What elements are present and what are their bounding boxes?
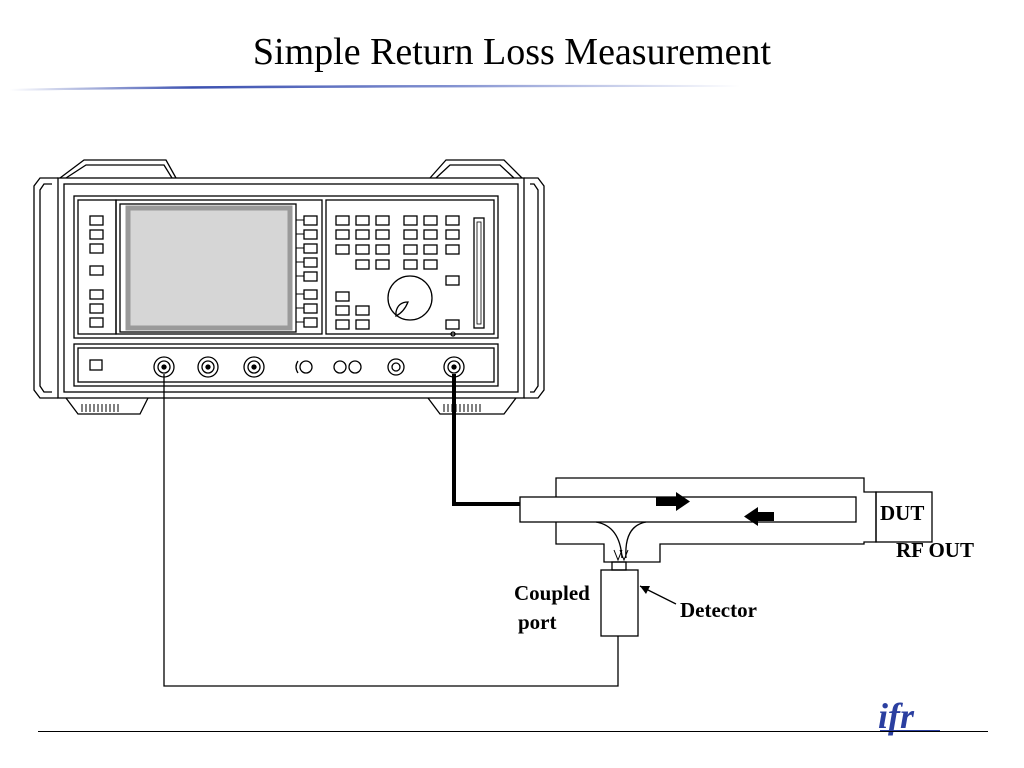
footer-divider <box>38 731 988 732</box>
rf-out-label: RF OUT <box>896 538 974 562</box>
detector-return-cable <box>163 374 619 687</box>
connector-2-icon <box>197 356 219 378</box>
logo-text: ifr <box>878 696 915 736</box>
keypad <box>335 215 485 337</box>
port-label: port <box>518 610 557 634</box>
slide-title: Simple Return Loss Measurement <box>252 31 772 73</box>
rf-cable <box>452 374 520 506</box>
detector-label: Detector <box>680 598 757 622</box>
detector <box>600 561 639 637</box>
coupled-label: Coupled <box>514 581 590 605</box>
connector-3-icon <box>243 356 265 378</box>
title-underline <box>10 84 740 91</box>
forward-signal-arrow <box>656 492 690 511</box>
dut-box <box>875 491 933 543</box>
tuning-knob-icon <box>387 275 433 321</box>
ifr-logo: ifr <box>878 696 940 736</box>
reflected-signal-arrow <box>744 507 774 526</box>
dut-label: DUT <box>880 501 924 525</box>
audio-jacks-icon <box>295 358 405 376</box>
directional-coupler <box>519 477 877 563</box>
test-instrument <box>33 159 545 415</box>
